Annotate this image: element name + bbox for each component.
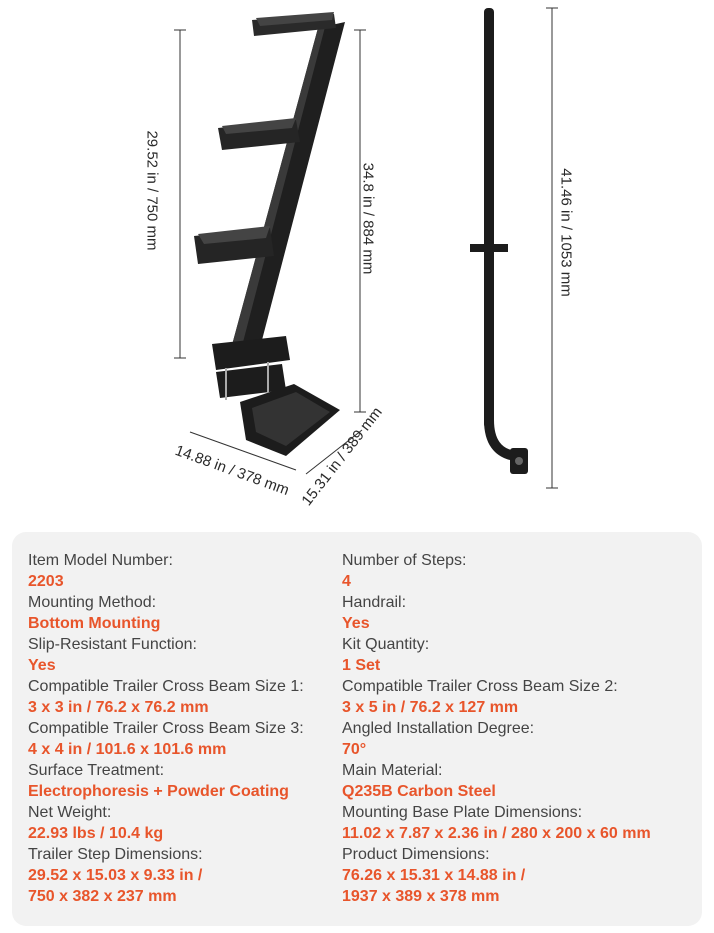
spec-label: Number of Steps: xyxy=(342,552,467,569)
handrail xyxy=(470,8,528,474)
spec-handrail: Handrail: Yes xyxy=(342,592,698,634)
spec-mounting-method: Mounting Method: Bottom Mounting xyxy=(28,592,348,634)
dimension-lines xyxy=(174,7,558,489)
spec-value: 76.26 x 15.31 x 14.88 in / xyxy=(342,867,526,884)
spec-number-of-steps: Number of Steps: 4 xyxy=(342,550,698,592)
spec-label: Mounting Method: xyxy=(28,594,157,611)
spec-value: 3 x 3 in / 76.2 x 76.2 mm xyxy=(28,699,209,716)
spec-value: Yes xyxy=(28,657,56,674)
spec-label: Compatible Trailer Cross Beam Size 1: xyxy=(28,678,304,695)
spec-label: Surface Treatment: xyxy=(28,762,165,779)
spec-value-line-2: 1937 x 389 x 378 mm xyxy=(342,888,500,905)
product-figure: 29.52 in / 750 mm 34.8 in / 884 mm 41.46… xyxy=(143,7,575,510)
specs-right-column: Number of Steps: 4 Handrail: Yes Kit Qua… xyxy=(342,550,698,907)
spec-value: 3 x 5 in / 76.2 x 127 mm xyxy=(342,699,519,716)
spec-value: 1 Set xyxy=(342,657,381,674)
product-illustration xyxy=(174,7,558,489)
spec-label: Main Material: xyxy=(342,762,443,779)
spec-value: 4 xyxy=(342,573,351,590)
spec-value: 11.02 x 7.87 x 2.36 in / 280 x 200 x 60 … xyxy=(342,825,651,842)
spec-label: Handrail: xyxy=(342,594,407,611)
spec-product-dimensions: Product Dimensions: 76.26 x 15.31 x 14.8… xyxy=(342,844,698,907)
spec-label: Product Dimensions: xyxy=(342,846,490,863)
spec-label: Mounting Base Plate Dimensions: xyxy=(342,804,583,821)
spec-label: Kit Quantity: xyxy=(342,636,430,653)
spec-value: Yes xyxy=(342,615,370,632)
spec-value: Bottom Mounting xyxy=(28,615,161,632)
specs-left-column: Item Model Number: 2203 Mounting Method:… xyxy=(28,550,348,907)
spec-label: Compatible Trailer Cross Beam Size 3: xyxy=(28,720,304,737)
spec-slip-resistant: Slip-Resistant Function: Yes xyxy=(28,634,348,676)
spec-label: Trailer Step Dimensions: xyxy=(28,846,203,863)
dim-height-steps: 29.52 in / 750 mm xyxy=(143,130,161,251)
spec-value: Electrophoresis + Powder Coating xyxy=(28,783,289,800)
spec-label: Compatible Trailer Cross Beam Size 2: xyxy=(342,678,618,695)
spec-net-weight: Net Weight: 22.93 lbs / 10.4 kg xyxy=(28,802,348,844)
spec-cross-beam-size-1: Compatible Trailer Cross Beam Size 1: 3 … xyxy=(28,676,348,718)
spec-value: 22.93 lbs / 10.4 kg xyxy=(28,825,164,842)
spec-value: 70° xyxy=(342,741,367,758)
spec-base-plate-dimensions: Mounting Base Plate Dimensions: 11.02 x … xyxy=(342,802,698,844)
spec-surface-treatment: Surface Treatment: Electrophoresis + Pow… xyxy=(28,760,348,802)
trailer-step xyxy=(194,12,345,456)
spec-value: 2203 xyxy=(28,573,64,590)
spec-cross-beam-size-3: Compatible Trailer Cross Beam Size 3: 4 … xyxy=(28,718,348,760)
spec-label: Item Model Number: xyxy=(28,552,173,569)
spec-kit-quantity: Kit Quantity: 1 Set xyxy=(342,634,698,676)
dim-handrail-length: 41.46 in / 1053 mm xyxy=(557,168,575,297)
spec-value: 4 x 4 in / 101.6 x 101.6 mm xyxy=(28,741,227,758)
spec-trailer-step-dimensions: Trailer Step Dimensions: 29.52 x 15.03 x… xyxy=(28,844,348,907)
specifications-panel: Item Model Number: 2203 Mounting Method:… xyxy=(12,532,702,926)
spec-item-model-number: Item Model Number: 2203 xyxy=(28,550,348,592)
dim-height-total: 34.8 in / 884 mm xyxy=(359,162,377,275)
spec-label: Slip-Resistant Function: xyxy=(28,636,197,653)
spec-main-material: Main Material: Q235B Carbon Steel xyxy=(342,760,698,802)
spec-cross-beam-size-2: Compatible Trailer Cross Beam Size 2: 3 … xyxy=(342,676,698,718)
spec-value: 29.52 x 15.03 x 9.33 in / xyxy=(28,867,203,884)
spec-label: Net Weight: xyxy=(28,804,112,821)
spec-value: Q235B Carbon Steel xyxy=(342,783,496,800)
spec-label: Angled Installation Degree: xyxy=(342,720,535,737)
spec-installation-degree: Angled Installation Degree: 70° xyxy=(342,718,698,760)
spec-value-line-2: 750 x 382 x 237 mm xyxy=(28,888,177,905)
